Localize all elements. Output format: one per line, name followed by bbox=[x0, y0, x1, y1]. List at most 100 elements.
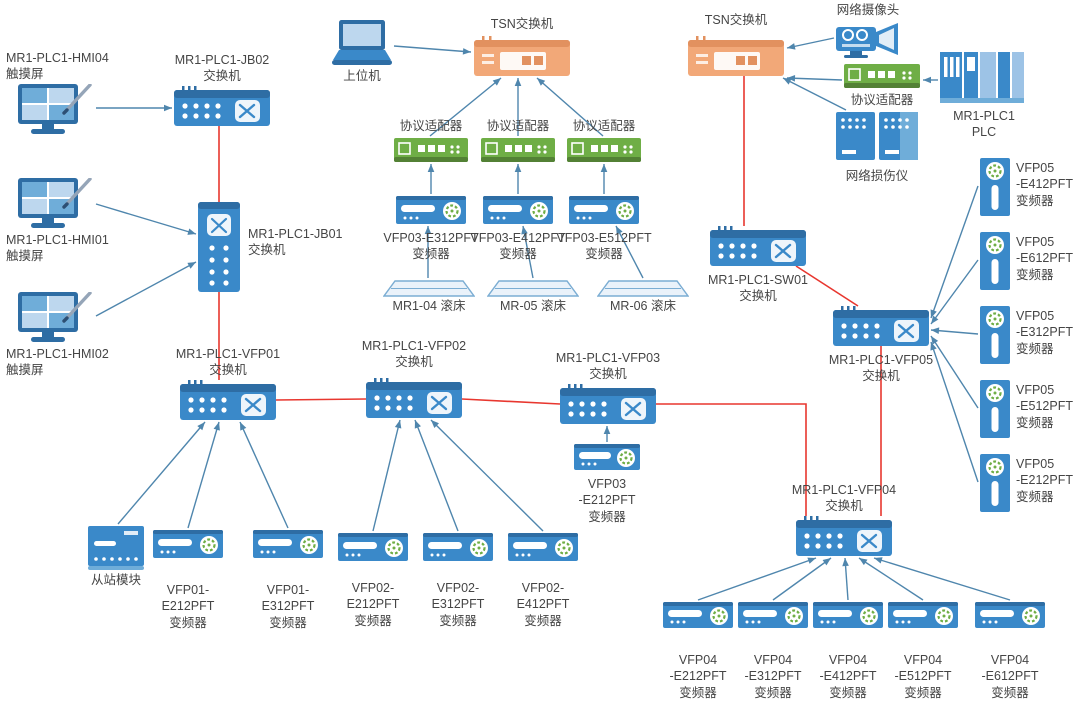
arrowhead-adapter2-tsn1 bbox=[514, 78, 522, 86]
vfd-h-icon bbox=[508, 533, 578, 561]
roller-icon bbox=[383, 280, 475, 297]
switch-h-icon bbox=[833, 306, 929, 346]
vfd-h-icon bbox=[738, 602, 808, 628]
switch-h-icon bbox=[560, 384, 656, 424]
node-roller-1 bbox=[383, 280, 475, 298]
arrowhead-vfd04512-vfp04 bbox=[859, 558, 868, 566]
vfd-v-icon bbox=[980, 380, 1010, 438]
vfd-v-icon bbox=[980, 454, 1010, 512]
vfd-h-icon bbox=[569, 196, 639, 224]
arrowhead-vfd512-adapter3 bbox=[600, 164, 608, 172]
edge-adapter1-tsn1 bbox=[429, 77, 502, 137]
adapter-icon bbox=[567, 138, 641, 162]
edge-v05412-vfp05 bbox=[930, 185, 979, 319]
vfd-h-icon bbox=[253, 530, 323, 558]
node-adapter-2 bbox=[481, 138, 555, 162]
node-vfp04sw bbox=[796, 516, 892, 556]
label-tsn1: TSN交换机 bbox=[490, 17, 554, 31]
node-impair bbox=[836, 112, 918, 164]
node-tsn2 bbox=[688, 36, 784, 76]
switch-h-icon bbox=[174, 86, 270, 126]
edge-roller2-vfd bbox=[522, 225, 534, 279]
label-camera: 网络摄像头 bbox=[836, 3, 900, 17]
arrowhead-adapter3-tsn1 bbox=[537, 78, 546, 86]
arrowhead-v05312-vfp05 bbox=[931, 327, 940, 334]
edge-vfd02312-vfp02 bbox=[414, 419, 459, 532]
edge-ring-vfp03-vfp04 bbox=[656, 403, 807, 516]
vfd-v-icon bbox=[980, 232, 1010, 290]
edge-hmi02-jb01 bbox=[95, 261, 197, 317]
node-hmi02 bbox=[18, 292, 94, 344]
node-vfd02-212 bbox=[338, 533, 408, 561]
node-v05-312 bbox=[980, 306, 1010, 364]
switch-o-icon bbox=[688, 36, 784, 76]
impair-icon bbox=[836, 112, 918, 160]
arrowhead-v05512-vfp05 bbox=[931, 336, 939, 345]
label-roller-1: MR1-04 滚床 bbox=[392, 299, 466, 313]
arrowhead-adapter1-tsn1 bbox=[492, 78, 501, 86]
arrowhead-hmi02-jb01 bbox=[187, 262, 196, 269]
edge-vfd04312-vfp04 bbox=[772, 557, 832, 601]
label-impair: 网络损伤仪 bbox=[845, 169, 909, 183]
vfd-h-icon bbox=[338, 533, 408, 561]
node-tsn1 bbox=[474, 36, 570, 76]
node-hmi04 bbox=[18, 84, 94, 136]
edge-ring-sw01-vfp05 bbox=[795, 265, 859, 307]
hmi-icon bbox=[18, 178, 92, 228]
arrowhead-vfd312-adapter1 bbox=[427, 164, 435, 172]
edge-adapter-tsn2 bbox=[786, 77, 843, 81]
arrowhead-vfd04612-vfp04 bbox=[874, 557, 883, 564]
node-vfd01-212 bbox=[153, 530, 223, 558]
edge-ring-vfp02-vfp03 bbox=[461, 398, 561, 405]
node-vfd02-312 bbox=[423, 533, 493, 561]
node-camera bbox=[836, 20, 900, 58]
edge-slave-vfp01 bbox=[117, 421, 206, 525]
vfd-h-icon bbox=[813, 602, 883, 628]
node-jb02 bbox=[174, 86, 270, 126]
node-slave bbox=[88, 526, 144, 570]
arrowhead-hmi04-jb02 bbox=[164, 104, 172, 112]
vfd-h-icon bbox=[483, 196, 553, 224]
node-sw01 bbox=[710, 226, 806, 266]
edge-adapter3-tsn1 bbox=[536, 77, 604, 137]
slave-icon bbox=[88, 526, 144, 570]
edge-camera-tsn2 bbox=[786, 37, 835, 49]
arrowhead-roller3-vfd bbox=[616, 226, 623, 235]
roller-icon bbox=[597, 280, 689, 297]
arrowhead-v05212-vfp05 bbox=[930, 342, 937, 351]
label-adapter-3: 协议适配器 bbox=[572, 119, 636, 133]
arrowhead-adapter-tsn2 bbox=[787, 74, 796, 82]
adapter-icon bbox=[481, 138, 555, 162]
edge-vfd04612-vfp04 bbox=[873, 557, 1011, 601]
edge-vfd01312-vfp01 bbox=[239, 421, 289, 529]
edge-vfd02412-vfp02 bbox=[430, 419, 544, 532]
node-vfd-v03-212 bbox=[574, 444, 640, 470]
node-vfp02sw bbox=[366, 378, 462, 418]
node-v05-512 bbox=[980, 380, 1010, 438]
arrowhead-vfd04412-vfp04 bbox=[842, 558, 849, 567]
node-vfd-v03-512 bbox=[569, 196, 639, 224]
arrowhead-vfd02312-vfp02 bbox=[414, 420, 421, 429]
switch-o-icon bbox=[474, 36, 570, 76]
arrowhead-plc-adapter bbox=[923, 76, 931, 84]
label-adapter-r: 协议适配器 bbox=[850, 93, 914, 107]
